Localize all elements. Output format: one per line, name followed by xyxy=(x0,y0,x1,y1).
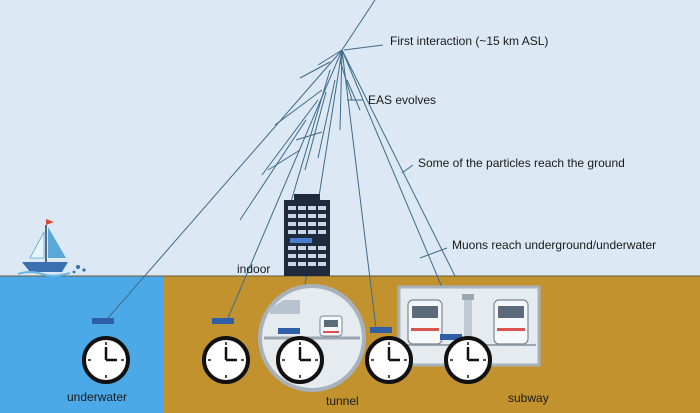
water xyxy=(0,276,163,413)
clock-icon xyxy=(276,336,324,384)
building-icon xyxy=(284,194,330,276)
label-tunnel: tunnel xyxy=(326,394,359,408)
clock-icon xyxy=(444,336,492,384)
air-shower xyxy=(107,0,461,331)
detector-plate xyxy=(440,334,462,340)
train-icon xyxy=(493,299,529,345)
label-muons-underground: Muons reach underground/underwater xyxy=(452,238,656,252)
train-icon xyxy=(407,299,443,345)
label-indoor: indoor xyxy=(237,262,270,276)
detector-plate xyxy=(212,318,234,324)
train-icon xyxy=(319,315,343,337)
annotation-pointers xyxy=(343,44,448,259)
detector-plate xyxy=(92,318,114,324)
label-underwater: underwater xyxy=(67,390,127,404)
label-subway: subway xyxy=(508,391,549,405)
clock-icon xyxy=(82,336,130,384)
detector-plate xyxy=(278,328,300,334)
clock-icon xyxy=(202,336,250,384)
detector-plate xyxy=(370,327,392,333)
clock-icon xyxy=(365,336,413,384)
label-eas-evolves: EAS evolves xyxy=(368,93,436,107)
label-first-interaction: First interaction (~15 km ASL) xyxy=(390,34,548,48)
sailboat-icon xyxy=(17,219,86,277)
label-particles-reach-ground: Some of the particles reach the ground xyxy=(418,156,625,170)
detectors xyxy=(92,318,462,340)
